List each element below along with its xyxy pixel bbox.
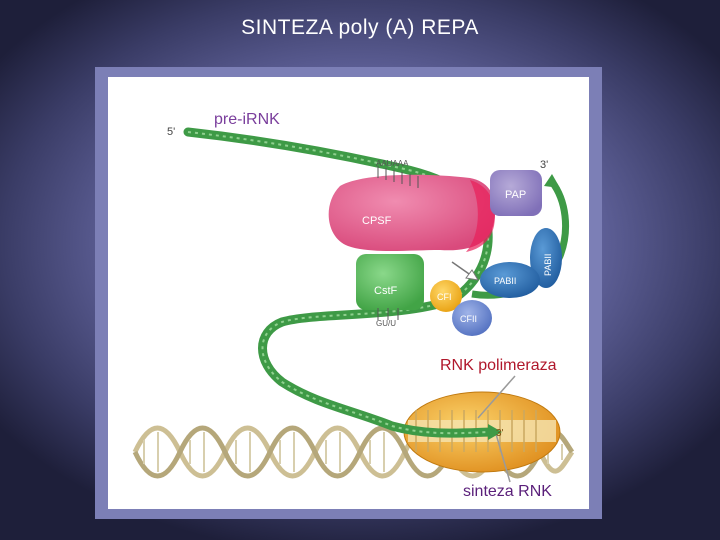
five-prime-label: 5' [167, 126, 175, 138]
pre-mrna-highlight [187, 131, 491, 435]
signal-ticks [377, 166, 419, 320]
pabii-bottom-label: PABII [494, 276, 516, 286]
cleavage-arrowhead [465, 269, 479, 281]
pre-mrna-label: pre-iRNK [214, 111, 280, 128]
cpsf-label: CPSF [362, 215, 392, 227]
pap-label: PAP [505, 189, 526, 201]
three-prime-bottom-label: 3' [496, 428, 504, 439]
pabii-side-label: PABII [543, 254, 553, 276]
synthesis-pointer-line [495, 433, 511, 483]
cfii-protein [452, 300, 492, 336]
pap-protein [490, 170, 542, 216]
cpsf-protein [328, 174, 496, 251]
poly-a-arrowhead [544, 174, 560, 188]
synthesis-arrowhead [488, 424, 502, 440]
cfi-protein [430, 280, 462, 312]
gu-rich-label: GU/U [376, 319, 396, 328]
cstf-label: CstF [374, 285, 398, 297]
pabii-side-protein [530, 228, 562, 288]
three-prime-top-label: 3' [540, 159, 548, 171]
rna-synthesis-label: sinteza RNK [463, 483, 552, 500]
pabii-bottom-protein [480, 262, 540, 298]
slide-title: SINTEZA poly (A) REPA [241, 16, 479, 39]
poly-a-signal-label: AAUAAA [376, 159, 409, 168]
cfii-label: CFII [460, 314, 477, 324]
cstf-protein [356, 254, 424, 310]
rna-polymerase-label: RNK polimeraza [440, 357, 557, 374]
cfi-label: CFI [437, 292, 452, 302]
polymerase-pointer-line [477, 375, 516, 419]
cpsf-shadow [466, 180, 495, 252]
